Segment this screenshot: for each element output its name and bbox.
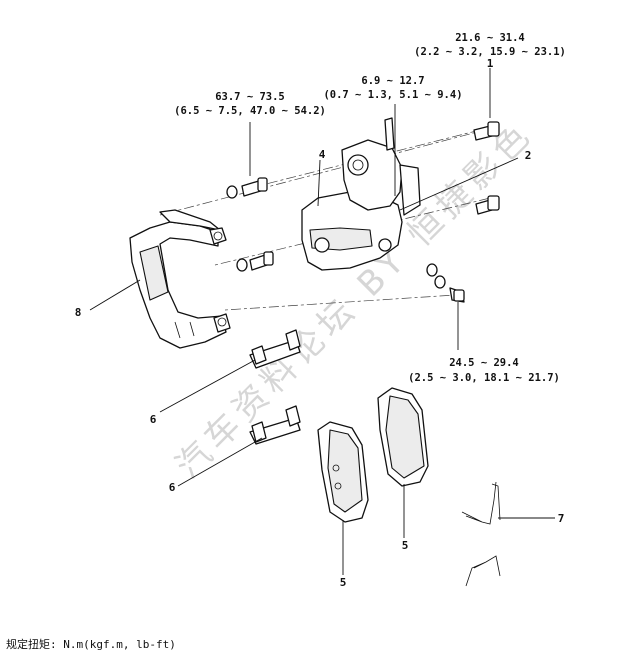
pad-spring-lower bbox=[465, 555, 501, 587]
pad-retainer-clip-lower bbox=[249, 405, 301, 445]
svg-text:(0.7 ~ 1.3, 5.1 ~ 9.4): (0.7 ~ 1.3, 5.1 ~ 9.4) bbox=[323, 89, 462, 101]
carrier-bolt-upper bbox=[226, 177, 268, 199]
torque-spec-carrier: 63.7 ~ 73.5 (6.5 ~ 7.5, 47.0 ~ 54.2) bbox=[174, 91, 326, 117]
torque-spec-bleeder: 6.9 ~ 12.7 (0.7 ~ 1.3, 5.1 ~ 9.4) bbox=[323, 75, 462, 101]
svg-text:24.5 ~ 29.4: 24.5 ~ 29.4 bbox=[449, 357, 519, 369]
svg-text:(2.5 ~ 3.0, 18.1 ~ 21.7): (2.5 ~ 3.0, 18.1 ~ 21.7) bbox=[408, 372, 560, 384]
callout-5-left: 5 bbox=[340, 576, 347, 589]
guide-bolt-lower bbox=[475, 195, 500, 215]
callout-7: 7 bbox=[558, 512, 565, 525]
callout-4: 4 bbox=[319, 148, 326, 161]
torque-spec-hose-bolt: 24.5 ~ 29.4 (2.5 ~ 3.0, 18.1 ~ 21.7) bbox=[408, 357, 560, 384]
callout-2: 2 bbox=[525, 149, 532, 162]
svg-text:21.6 ~ 31.4: 21.6 ~ 31.4 bbox=[455, 32, 525, 44]
torque-unit-note: 规定扭矩: N.m(kgf.m, lb-ft) bbox=[6, 637, 176, 651]
caliper-carrier bbox=[129, 209, 231, 349]
caliper-body bbox=[301, 117, 421, 271]
callout-6-lower: 6 bbox=[169, 481, 176, 494]
brake-pad-right bbox=[377, 387, 429, 487]
svg-text:(6.5 ~ 7.5, 47.0 ~ 54.2): (6.5 ~ 7.5, 47.0 ~ 54.2) bbox=[174, 105, 326, 117]
callout-6-upper: 6 bbox=[150, 413, 157, 426]
callout-8: 8 bbox=[75, 306, 82, 319]
svg-text:63.7 ~ 73.5: 63.7 ~ 73.5 bbox=[215, 91, 285, 103]
leader-lines bbox=[89, 68, 555, 575]
svg-text:6.9 ~ 12.7: 6.9 ~ 12.7 bbox=[361, 75, 424, 87]
callout-5-right: 5 bbox=[402, 539, 409, 552]
carrier-bolt-lower bbox=[236, 251, 274, 272]
callout-1: 1 bbox=[487, 57, 494, 70]
pad-retainer-clip-upper bbox=[249, 329, 301, 369]
pad-spring-upper bbox=[461, 481, 501, 525]
guide-bolt-upper bbox=[473, 121, 500, 141]
svg-text:(2.2 ~ 3.2, 15.9 ~ 23.1): (2.2 ~ 3.2, 15.9 ~ 23.1) bbox=[414, 46, 566, 58]
brake-pad-left bbox=[317, 421, 369, 523]
brake-hose-bolt bbox=[426, 263, 465, 303]
torque-spec-top-right: 21.6 ~ 31.4 (2.2 ~ 3.2, 15.9 ~ 23.1) bbox=[414, 32, 566, 58]
